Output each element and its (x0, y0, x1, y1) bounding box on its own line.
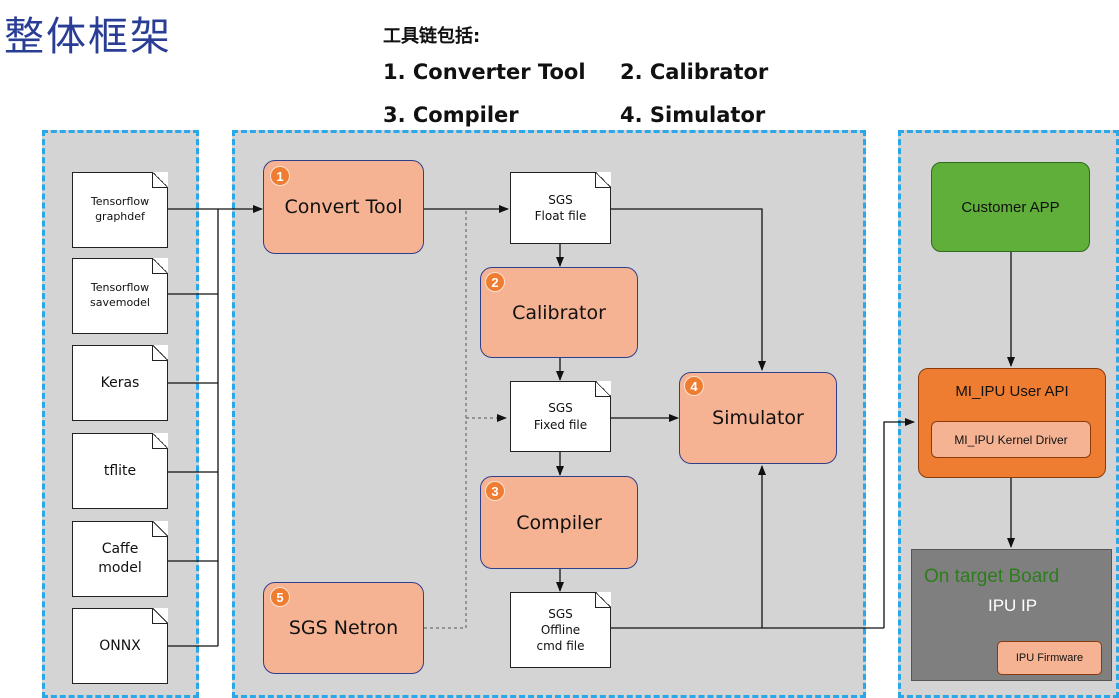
step-badge-5: 5 (270, 587, 290, 607)
ipu-firmware-box: IPU Firmware (997, 641, 1102, 675)
sgs-offline-cmd-file: SGS Offline cmd file (510, 592, 611, 668)
input-label: Tensorflow savemodel (89, 281, 150, 309)
customer-app-box: Customer APP (931, 162, 1090, 252)
input-tensorflow-savemodel: Tensorflow savemodel (72, 258, 168, 334)
page-fold-icon (595, 381, 611, 397)
sgs-float-file: SGS Float file (510, 172, 611, 244)
step-badge-2: 2 (485, 272, 505, 292)
input-label: Keras (100, 374, 140, 391)
toolchain-item-3: 3. Compiler (383, 103, 519, 127)
board-label: On target Board (924, 566, 1060, 587)
compiler-box: Compiler (480, 476, 638, 569)
file-label: SGS Offline cmd file (536, 606, 585, 654)
step-badge-4: 4 (684, 376, 704, 396)
ipu-ip-label: IPU IP (988, 596, 1038, 615)
toolchain-item-4: 4. Simulator (620, 103, 766, 127)
page-title: 整体框架 (4, 14, 172, 60)
toolchain-item-1: 1. Converter Tool (383, 60, 586, 84)
customer-app-label: Customer APP (961, 198, 1060, 216)
page-fold-icon (152, 608, 168, 624)
toolchain-heading: 工具链包括: (383, 26, 481, 47)
tool-label: Convert Tool (284, 196, 403, 218)
tool-label: SGS Netron (288, 617, 399, 639)
input-caffe-model: Caffe model (72, 521, 168, 597)
simulator-box: Simulator (679, 372, 837, 464)
kernel-driver-label: MI_IPU Kernel Driver (954, 432, 1068, 447)
file-label: SGS Float file (534, 192, 587, 223)
user-api-label: MI_IPU User API (955, 383, 1069, 400)
input-tensorflow-graphdef: Tensorflow graphdef (72, 172, 168, 248)
tool-label: Calibrator (512, 301, 606, 324)
page-fold-icon (595, 592, 611, 608)
input-onnx: ONNX (72, 608, 168, 684)
page-fold-icon (152, 345, 168, 361)
input-tflite: tflite (72, 433, 168, 509)
page-fold-icon (152, 521, 168, 537)
sgs-fixed-file: SGS Fixed file (510, 381, 611, 452)
calibrator-box: Calibrator (480, 267, 638, 358)
tool-label: Compiler (516, 511, 602, 534)
page-fold-icon (152, 433, 168, 449)
input-label: ONNX (99, 637, 141, 654)
input-keras: Keras (72, 345, 168, 421)
page-fold-icon (595, 172, 611, 188)
mi-ipu-kernel-driver-box: MI_IPU Kernel Driver (931, 421, 1091, 458)
input-label: Caffe model (98, 541, 142, 576)
input-label: Tensorflow graphdef (90, 195, 150, 223)
step-badge-1: 1 (270, 166, 290, 186)
sgs-netron-box: SGS Netron (263, 582, 424, 674)
input-label: tflite (103, 462, 137, 479)
file-label: SGS Fixed file (533, 401, 588, 432)
page-fold-icon (152, 172, 168, 188)
page-fold-icon (152, 258, 168, 274)
firmware-label: IPU Firmware (1015, 652, 1084, 664)
step-badge-3: 3 (485, 481, 505, 501)
toolchain-item-2: 2. Calibrator (620, 60, 769, 84)
tool-label: Simulator (712, 407, 804, 429)
